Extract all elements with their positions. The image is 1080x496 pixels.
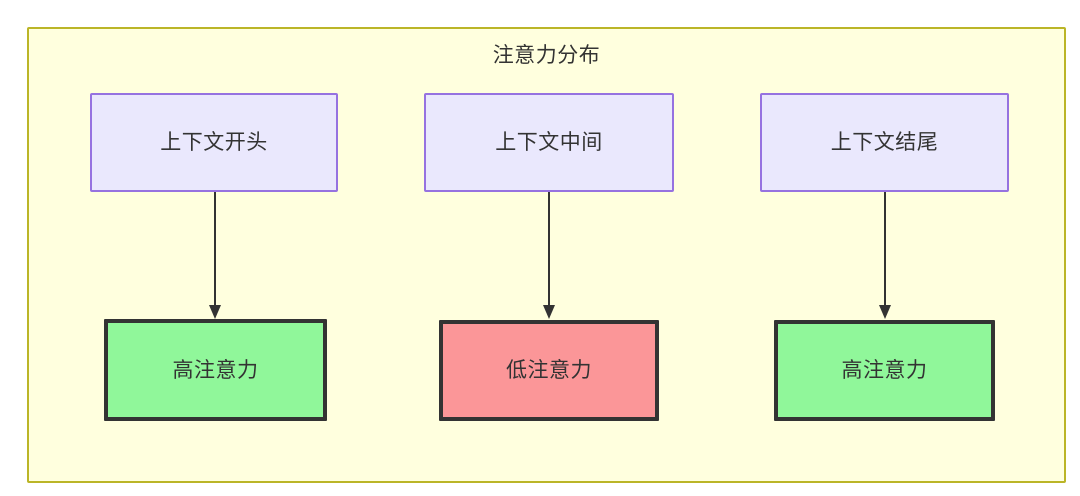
edge-context-middle-to-low-attention	[543, 192, 555, 319]
edge-context-end-to-high-attention	[879, 192, 891, 319]
node-low-attention-middle[interactable]: 低注意力	[439, 320, 659, 421]
arrowhead-icon	[543, 305, 555, 319]
arrowhead-icon	[879, 305, 891, 319]
node-label: 上下文中间	[495, 131, 603, 154]
node-context-middle[interactable]: 上下文中间	[424, 93, 674, 192]
node-context-start[interactable]: 上下文开头	[90, 93, 338, 192]
node-label: 低注意力	[506, 359, 592, 382]
node-high-attention-start[interactable]: 高注意力	[104, 319, 327, 421]
arrowhead-icon	[209, 305, 221, 319]
subgraph-title: 注意力分布	[492, 44, 601, 67]
node-high-attention-end[interactable]: 高注意力	[774, 320, 995, 421]
edge-context-start-to-high-attention	[209, 192, 221, 319]
attention-distribution-subgraph: 注意力分布 上下文开头 高注意力 上下文中间 低注意力 上下文结尾	[27, 27, 1066, 483]
node-context-end[interactable]: 上下文结尾	[760, 93, 1009, 192]
node-label: 高注意力	[841, 359, 928, 382]
node-label: 上下文结尾	[830, 131, 939, 154]
node-label: 高注意力	[172, 358, 259, 382]
node-label: 上下文开头	[160, 131, 268, 154]
